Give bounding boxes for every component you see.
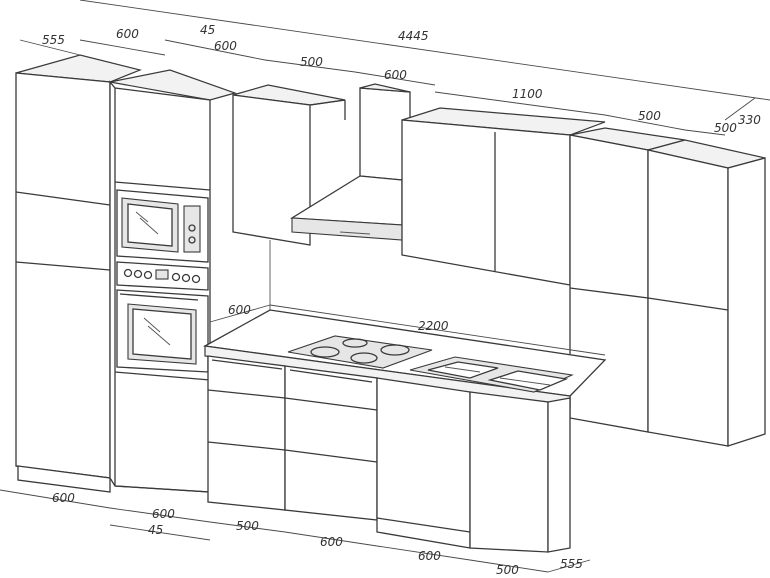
dim-depth-wall-right: 330 [738, 113, 761, 127]
dim-top-wall-left: 500 [300, 55, 323, 69]
dim-worktop-length: 2200 [418, 319, 449, 333]
oven [116, 289, 209, 373]
oven-column [109, 69, 237, 493]
dim-total-width: 4445 [398, 29, 429, 43]
dim-bottom-oven: 600 [152, 507, 175, 521]
dim-bottom-drawers-2: 600 [320, 535, 343, 549]
dim-top-oven: 600 [214, 39, 237, 53]
worktop [202, 309, 607, 407]
wall-unit-left [232, 84, 346, 246]
microwave [116, 189, 209, 263]
dim-depth-tall: 555 [42, 33, 65, 47]
oven-control-panel [116, 261, 209, 291]
dimension-labels: 4445 555 600 45 600 500 600 1100 500 500… [42, 23, 761, 577]
dim-depth-worktop: 600 [228, 303, 251, 317]
dim-bottom-drawers: 500 [236, 519, 259, 533]
sink [409, 356, 574, 393]
base-units [207, 355, 571, 553]
dim-bottom-sink-base: 500 [496, 563, 519, 577]
dim-top-wall-mid: 1100 [512, 87, 543, 101]
tall-unit-right [569, 127, 766, 447]
dim-bottom-gap: 45 [148, 523, 163, 537]
wall-unit-middle [401, 107, 606, 286]
dim-depth-base-right: 555 [560, 557, 583, 571]
dim-top-hood: 600 [384, 68, 407, 82]
dim-bottom-tall-left: 600 [52, 491, 75, 505]
dim-top-tall-right: 500 [714, 121, 737, 135]
dim-top-gap: 45 [200, 23, 215, 37]
extractor-hood [289, 83, 411, 241]
dim-top-wall-right: 500 [638, 109, 661, 123]
cooktop [287, 335, 433, 369]
dim-bottom-dishwasher: 600 [418, 549, 441, 563]
dim-top-tall-left: 600 [116, 27, 139, 41]
tall-unit-left [15, 54, 142, 493]
